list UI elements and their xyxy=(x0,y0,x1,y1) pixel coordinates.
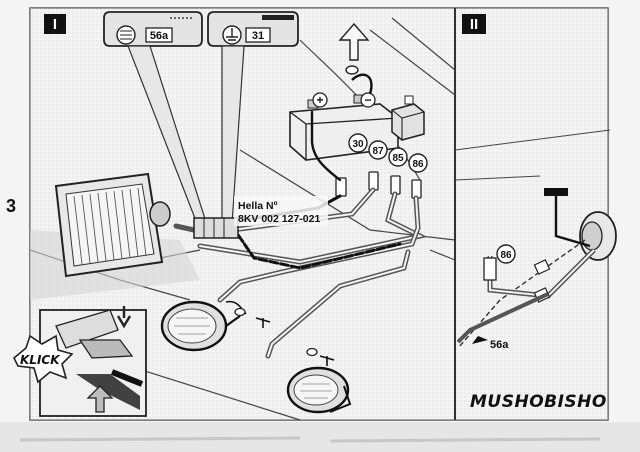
relay-part-label: Hella Nº 8KV 002 127-021 xyxy=(234,196,328,226)
terminal-87: 87 xyxy=(372,146,384,157)
terminal-85: 85 xyxy=(392,153,404,164)
terminal-86: 86 xyxy=(412,159,424,170)
terminal-30: 30 xyxy=(352,139,364,150)
klick-label: KLICK xyxy=(20,353,61,367)
callout-high-beam: 56a xyxy=(103,11,203,47)
panel-badge-right: II xyxy=(462,14,486,34)
relay xyxy=(391,95,425,141)
panel-label-right: II xyxy=(470,16,478,33)
ground-symbol-icon xyxy=(255,317,271,328)
panel-2-wire-label: 56a xyxy=(490,339,509,351)
battery-ground-cable xyxy=(351,73,373,95)
panel-2-diagram: 86 56a xyxy=(454,129,617,351)
relay-connectors xyxy=(335,171,422,199)
battery-positive-label: + xyxy=(316,93,323,107)
callout-high-beam-terminal: 56a xyxy=(150,30,169,42)
page-marker: 3 xyxy=(6,196,16,216)
ground-bar xyxy=(544,188,568,196)
arrow-up-icon xyxy=(86,385,114,413)
callout-ground: 31 xyxy=(207,11,299,47)
arrow-down-icon xyxy=(116,306,132,329)
callout-ground-terminal: 31 xyxy=(252,30,264,42)
relay-part-label-number: 8KV 002 127-021 xyxy=(238,213,320,225)
ground-symbol-icon xyxy=(319,355,335,366)
high-beam-icon-rays xyxy=(120,30,132,40)
watermark: MUSHOBISHO xyxy=(470,392,607,412)
klick-burst-icon xyxy=(13,334,74,384)
headlight xyxy=(54,172,171,278)
panel-badge-left: I xyxy=(44,14,66,34)
ground-terminals xyxy=(225,300,335,366)
relay-part-label-brand: Hella Nº xyxy=(238,200,278,212)
klick-inset: KLICK xyxy=(13,306,147,417)
up-arrow-icon xyxy=(338,22,370,61)
connector-86 xyxy=(483,257,497,281)
battery-negative-marker xyxy=(360,92,376,108)
arrow-left-icon xyxy=(472,336,488,344)
battery-negative-label: − xyxy=(364,93,371,107)
bottom-margin xyxy=(0,422,640,452)
panel-label-left: I xyxy=(53,16,57,33)
battery-positive-marker xyxy=(312,92,328,108)
panel-2-terminal-86: 86 xyxy=(500,250,512,261)
fog-lamp-right xyxy=(286,366,352,414)
headlight-plug xyxy=(193,217,239,239)
fog-lamp-left xyxy=(160,300,241,352)
terminal-labels: 30 87 85 86 xyxy=(348,133,428,173)
